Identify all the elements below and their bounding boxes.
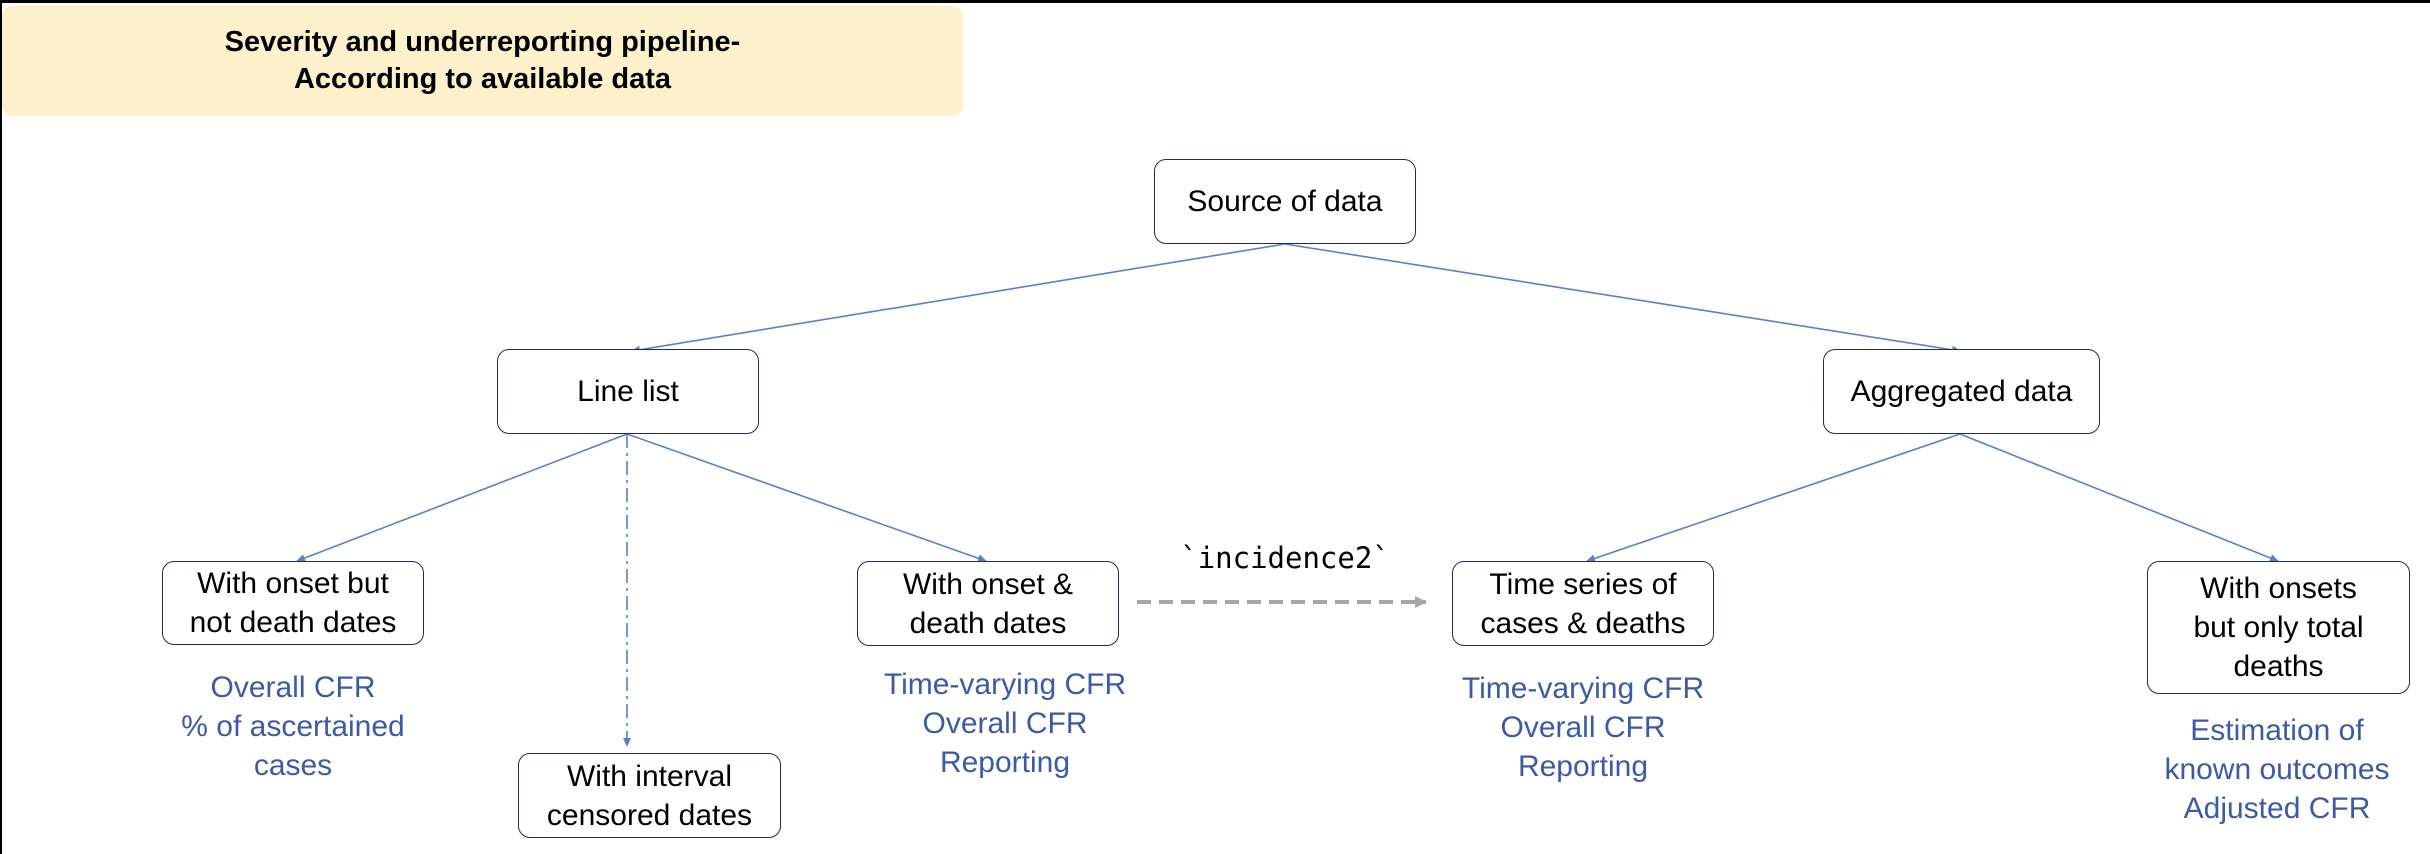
node-label: Time series of: [1489, 567, 1677, 601]
node-label: Source of data: [1187, 185, 1383, 218]
left-border: [0, 0, 2, 854]
top-border: [0, 0, 2430, 3]
node-onset-death: With onset & death dates: [857, 561, 1119, 646]
annotation-onset-no-death: Overall CFR % of ascertained cases: [143, 668, 443, 785]
node-label: With interval: [566, 759, 733, 793]
annotation-line: known outcomes: [2164, 753, 2390, 786]
node-label: Line list: [577, 375, 679, 408]
edge-source-to-aggregated: [1284, 243, 1961, 354]
annotation-line: Estimation of: [2190, 714, 2364, 747]
node-label: With onset &: [902, 567, 1074, 601]
node-onsets-total-deaths: With onsets but only total deaths: [2147, 561, 2410, 694]
node-label: deaths: [2233, 650, 2324, 683]
annotation-line: Time-varying CFR: [1461, 672, 1705, 705]
incidence2-label: `incidence2`: [1180, 541, 1390, 575]
node-label: Aggregated data: [1850, 375, 2073, 408]
title-line-2: According to available data: [293, 63, 672, 95]
node-label: With onsets: [2200, 572, 2357, 605]
annotation-time-series: Time-varying CFR Overall CFR Reporting: [1433, 669, 1733, 786]
edge-aggregated-to-onsets-total-deaths: [1959, 433, 2279, 562]
node-label: With onset but: [197, 567, 389, 600]
annotation-line: Reporting: [1517, 750, 1649, 783]
node-line-list: Line list: [497, 349, 759, 434]
annotation-line: Overall CFR: [1500, 711, 1666, 744]
node-aggregated-data: Aggregated data: [1823, 349, 2100, 434]
node-label: censored dates: [546, 798, 753, 832]
edge-linelist-to-onset-no-death: [296, 433, 628, 562]
node-source-of-data: Source of data: [1154, 159, 1416, 244]
annotation-line: cases: [253, 749, 333, 782]
annotation-onset-death: Time-varying CFR Overall CFR Reporting: [855, 665, 1155, 782]
title-line-1: Severity and underreporting pipeline-: [224, 25, 741, 58]
node-label: not death dates: [189, 606, 397, 639]
annotation-line: Adjusted CFR: [2183, 792, 2371, 825]
annotation-line: Reporting: [939, 746, 1071, 779]
annotation-onsets-total-deaths: Estimation of known outcomes Adjusted CF…: [2127, 711, 2427, 828]
edge-linelist-to-onset-death: [626, 433, 987, 563]
edge-aggregated-to-time-series: [1586, 433, 1961, 563]
node-label: but only total: [2193, 611, 2364, 644]
diagram-title: Severity and underreporting pipeline- Ac…: [2, 6, 963, 116]
annotation-line: Time-varying CFR: [883, 668, 1127, 701]
node-time-series: Time series of cases & deaths: [1452, 561, 1714, 646]
node-label: death dates: [909, 606, 1067, 640]
annotation-line: Overall CFR: [210, 671, 376, 704]
edge-source-to-linelist: [631, 243, 1286, 354]
node-onset-no-death: With onset but not death dates: [162, 561, 424, 645]
annotation-line: Overall CFR: [922, 707, 1088, 740]
node-interval-censored: With interval censored dates: [518, 753, 781, 838]
annotation-line: % of ascertained: [181, 710, 405, 743]
node-label: cases & deaths: [1480, 606, 1686, 640]
